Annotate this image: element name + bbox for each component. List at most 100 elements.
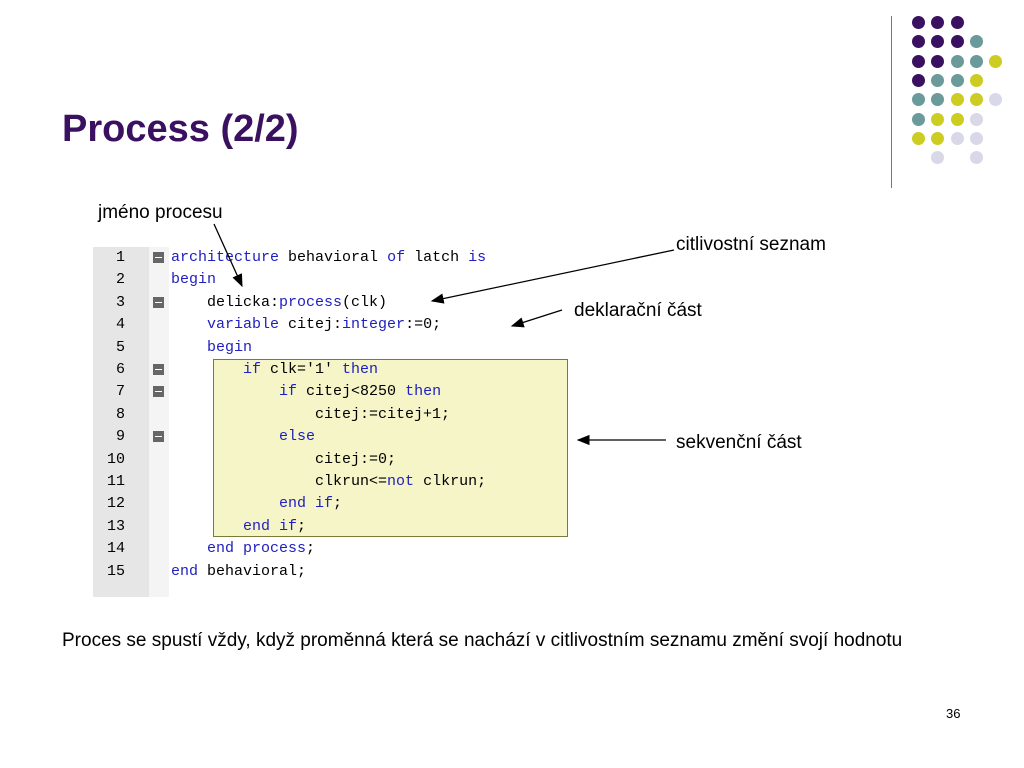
decorative-dot — [989, 54, 1003, 68]
decorative-dot — [931, 73, 945, 87]
code-token: delicka: — [171, 293, 280, 311]
vertical-divider — [891, 16, 892, 188]
code-keyword: end — [171, 562, 199, 580]
collapse-icon[interactable] — [153, 296, 164, 308]
code-keyword: end if — [243, 517, 298, 535]
collapse-icon[interactable] — [153, 386, 164, 398]
decorative-dot — [931, 93, 945, 107]
code-text: end behavioral; — [171, 561, 306, 583]
line-number: 13 — [106, 517, 125, 535]
decorative-dot-grid — [900, 8, 1020, 168]
code-token: citej<8250 — [297, 383, 406, 401]
line-number: 6 — [115, 361, 125, 378]
decorative-dot — [969, 73, 983, 87]
collapse-icon[interactable] — [153, 252, 164, 263]
code-token: ; — [306, 540, 316, 558]
line-number: 12 — [106, 495, 125, 513]
label-process-name: jméno procesu — [98, 202, 223, 223]
line-number-gutter — [93, 247, 149, 597]
code-text: end process; — [171, 538, 315, 560]
code-line: 3 delicka:process(clk) — [93, 292, 570, 314]
code-token: clkrun; — [414, 473, 487, 490]
code-token — [171, 540, 207, 557]
decorative-dot — [969, 35, 983, 49]
collapse-icon[interactable] — [153, 431, 164, 443]
decorative-dot — [912, 16, 925, 29]
decorative-dot — [931, 131, 945, 145]
decorative-dot — [912, 35, 925, 49]
decorative-dot — [969, 93, 983, 107]
decorative-dot — [950, 16, 964, 29]
line-number: 9 — [115, 428, 125, 446]
decorative-dot — [912, 131, 925, 145]
code-text: else — [171, 426, 315, 448]
code-text: end if; — [171, 493, 342, 515]
code-text: begin — [171, 269, 216, 291]
decorative-dot — [931, 112, 945, 126]
code-keyword: else — [279, 428, 316, 446]
line-number: 7 — [115, 383, 125, 401]
code-text: variable citej:integer:=0; — [171, 314, 441, 336]
decorative-dot — [950, 93, 964, 107]
decorative-dot — [969, 151, 983, 165]
decorative-dot — [931, 151, 945, 165]
code-line: 7 if citej<8250 then — [93, 381, 570, 403]
decorative-dot — [931, 35, 945, 49]
code-text: end if; — [171, 516, 306, 538]
code-token: behavioral; — [198, 562, 307, 580]
fold-column — [149, 247, 169, 597]
collapse-icon[interactable] — [153, 364, 164, 375]
decorative-dot — [912, 112, 925, 126]
label-declarative-part: deklarační část — [574, 300, 702, 321]
line-number: 14 — [106, 540, 125, 558]
line-number: 4 — [115, 316, 125, 334]
code-line: 15 end behavioral; — [93, 561, 570, 583]
code-token: ; — [333, 495, 343, 513]
code-line: 1 architecture behavioral of latch is — [93, 247, 570, 269]
code-text: clkrun<=not clkrun; — [171, 471, 486, 493]
code-token: clkrun<= — [171, 473, 388, 490]
code-token — [171, 428, 279, 445]
decorative-dot — [950, 73, 964, 87]
code-token: citej: — [279, 316, 343, 334]
code-text: if citej<8250 then — [171, 381, 441, 403]
code-token: ; — [297, 517, 307, 535]
code-keyword: architecture — [171, 249, 280, 266]
code-line: 5 begin — [93, 337, 570, 359]
page-number: 36 — [946, 706, 961, 721]
code-keyword: if — [279, 383, 298, 401]
decorative-dot — [950, 54, 964, 68]
line-number: 15 — [106, 562, 125, 580]
code-token — [171, 518, 243, 535]
code-text: citej:=citej+1; — [171, 404, 450, 426]
decorative-dot — [950, 131, 964, 145]
line-number: 10 — [106, 450, 125, 468]
decorative-dot — [950, 35, 964, 49]
code-keyword: not — [387, 473, 415, 490]
code-text: delicka:process(clk) — [171, 292, 387, 314]
code-keyword: if — [243, 361, 262, 378]
code-line: 11 clkrun<=not clkrun; — [93, 471, 570, 493]
decorative-dot — [912, 73, 925, 87]
code-token: latch — [405, 249, 469, 266]
code-keyword: of — [387, 249, 406, 266]
decorative-dot — [931, 54, 945, 68]
line-number: 3 — [115, 293, 125, 311]
code-token — [171, 383, 279, 400]
decorative-dot — [989, 93, 1003, 107]
code-token: (clk) — [342, 293, 388, 311]
code-keyword: then — [342, 361, 379, 378]
code-text: citej:=0; — [171, 449, 396, 471]
code-token — [171, 361, 243, 378]
code-token: behavioral — [279, 249, 388, 266]
code-text: if clk='1' then — [171, 359, 378, 381]
line-number: 1 — [115, 249, 125, 266]
code-keyword: end process — [207, 540, 307, 558]
code-token: citej:=citej+1; — [171, 405, 451, 423]
label-sensitivity-list: citlivostní seznam — [676, 234, 826, 255]
decorative-dot — [912, 54, 925, 68]
code-keyword: is — [468, 249, 487, 266]
